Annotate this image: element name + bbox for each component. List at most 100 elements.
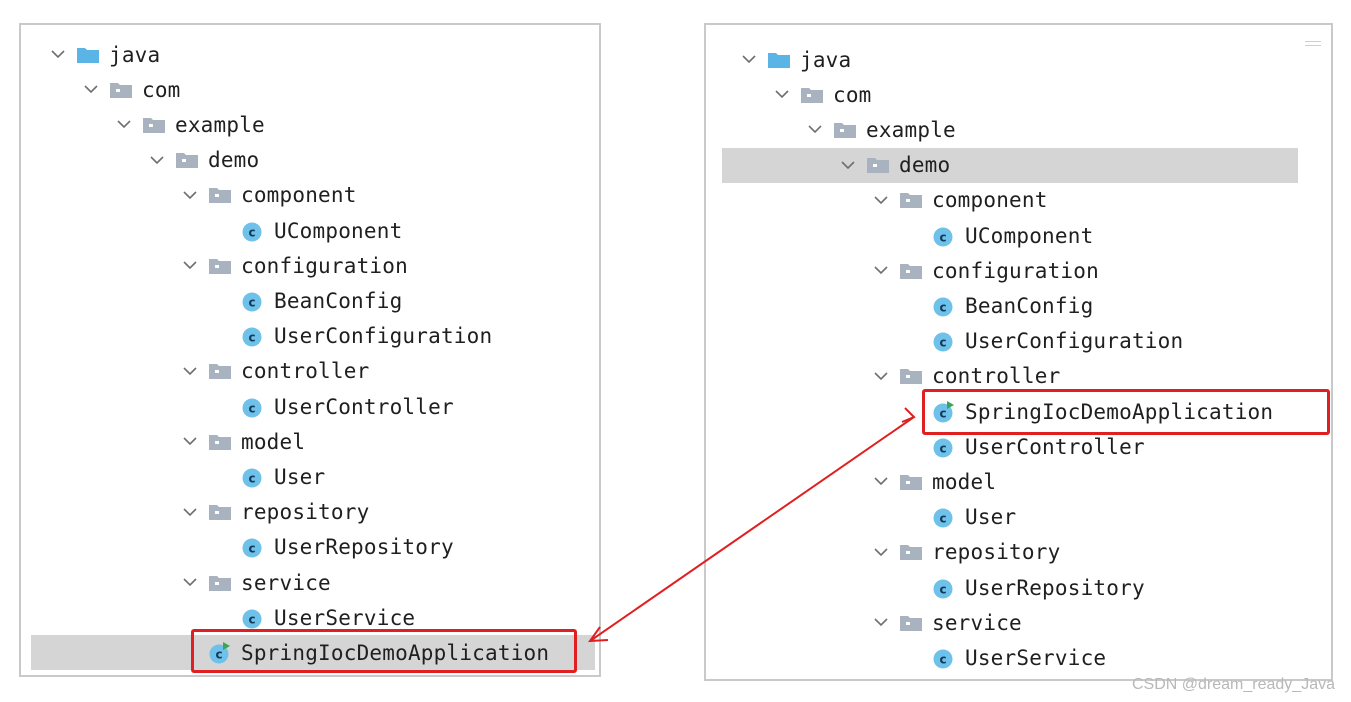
chevron-down-icon[interactable] [148,151,166,169]
tree-row[interactable]: component [706,183,1331,218]
chevron-down-icon[interactable] [181,186,199,204]
chevron-down-icon[interactable] [839,156,857,174]
chevron-down-icon[interactable] [82,81,100,99]
tree-row[interactable]: configuration [706,253,1331,288]
tree-row[interactable]: example [706,112,1331,147]
svg-text:c: c [215,647,222,661]
class-icon: c [933,295,955,317]
tree-item-label: example [175,112,265,137]
chevron-down-icon[interactable] [872,262,890,280]
tree-item-label: UserConfiguration [965,329,1184,354]
svg-text:c: c [248,225,255,239]
chevron-down-icon[interactable] [181,503,199,521]
folder-icon [176,152,198,169]
chevron-down-icon[interactable] [49,46,67,64]
chevron-down-icon[interactable] [740,51,758,69]
class-icon: c [933,506,955,528]
class-icon: c [242,220,264,242]
folder-icon [209,434,231,450]
chevron-down-icon[interactable] [872,614,890,632]
tree-row[interactable]: service [706,605,1331,640]
folder-icon [209,258,231,274]
chevron-down-icon[interactable] [181,433,199,451]
folder-icon [209,187,231,204]
tree-item-label: example [866,117,956,142]
chevron-down-icon[interactable] [872,473,890,491]
tree-row[interactable]: component [21,178,599,213]
tree-item-label: UserRepository [274,535,454,560]
class-icon: c [242,466,264,488]
folder-icon [209,504,231,521]
folder-icon [900,368,922,385]
tree-row[interactable]: example [21,107,599,142]
chevron-down-icon[interactable] [115,116,133,134]
tree-row[interactable]: service [21,565,599,600]
tree-item-label: com [142,77,181,102]
tree-row[interactable]: com [706,77,1331,112]
folder-icon [900,192,922,209]
tree-item-label: UComponent [965,223,1094,248]
tree-row[interactable]: c UserConfiguration [706,324,1331,359]
chevron-down-icon[interactable] [872,191,890,209]
chevron-down-icon[interactable] [773,86,791,104]
tree-item-label: controller [932,364,1061,389]
tree-item-label: demo [899,153,951,178]
folder-icon [867,157,889,174]
folder-icon [110,82,132,98]
tree-row[interactable]: c UserRepository [21,530,599,565]
tree-row[interactable]: com [21,72,599,107]
chevron-down-icon[interactable] [181,257,199,275]
scroll-grip-icon[interactable] [1305,41,1321,46]
svg-text:c: c [939,582,946,596]
tree-row[interactable]: demo [21,143,599,178]
tree-row[interactable]: model [21,424,599,459]
tree-row[interactable]: repository [706,535,1331,570]
chevron-down-icon[interactable] [872,543,890,561]
tree-item-label: demo [208,148,260,173]
tree-item-label: com [833,82,872,107]
class-icon: c [933,330,955,352]
svg-text:c: c [939,336,946,350]
class-icon: c [242,536,264,558]
tree-item-label: UserController [965,434,1145,459]
chevron-down-icon[interactable] [181,362,199,380]
chevron-down-icon[interactable] [872,367,890,385]
svg-text:c: c [248,331,255,345]
chevron-down-icon[interactable] [806,121,824,139]
tree-item-label: UserController [274,394,454,419]
tree-row[interactable]: java [21,37,599,72]
tree-row[interactable]: c UserController [706,429,1331,464]
class-icon: c [933,577,955,599]
tree-item-label: configuration [932,258,1099,283]
folder-icon [834,122,856,138]
tree-row[interactable]: java [706,42,1331,77]
tree-row[interactable]: model [706,464,1331,499]
tree-row[interactable]: controller [706,359,1331,394]
highlight-box [191,629,577,673]
tree-row[interactable]: configuration [21,248,599,283]
svg-text:c: c [248,295,255,309]
tree-item-label: service [932,610,1022,635]
tree-row[interactable]: controller [21,354,599,389]
class-icon: c [933,436,955,458]
tree-row[interactable]: repository [21,495,599,530]
chevron-down-icon[interactable] [181,574,199,592]
tree-item-label: UserService [274,605,416,630]
svg-text:c: c [939,406,946,420]
tree-item-label: repository [932,540,1061,565]
source-folder-icon [77,47,99,63]
tree-row[interactable]: demo [722,147,1298,183]
